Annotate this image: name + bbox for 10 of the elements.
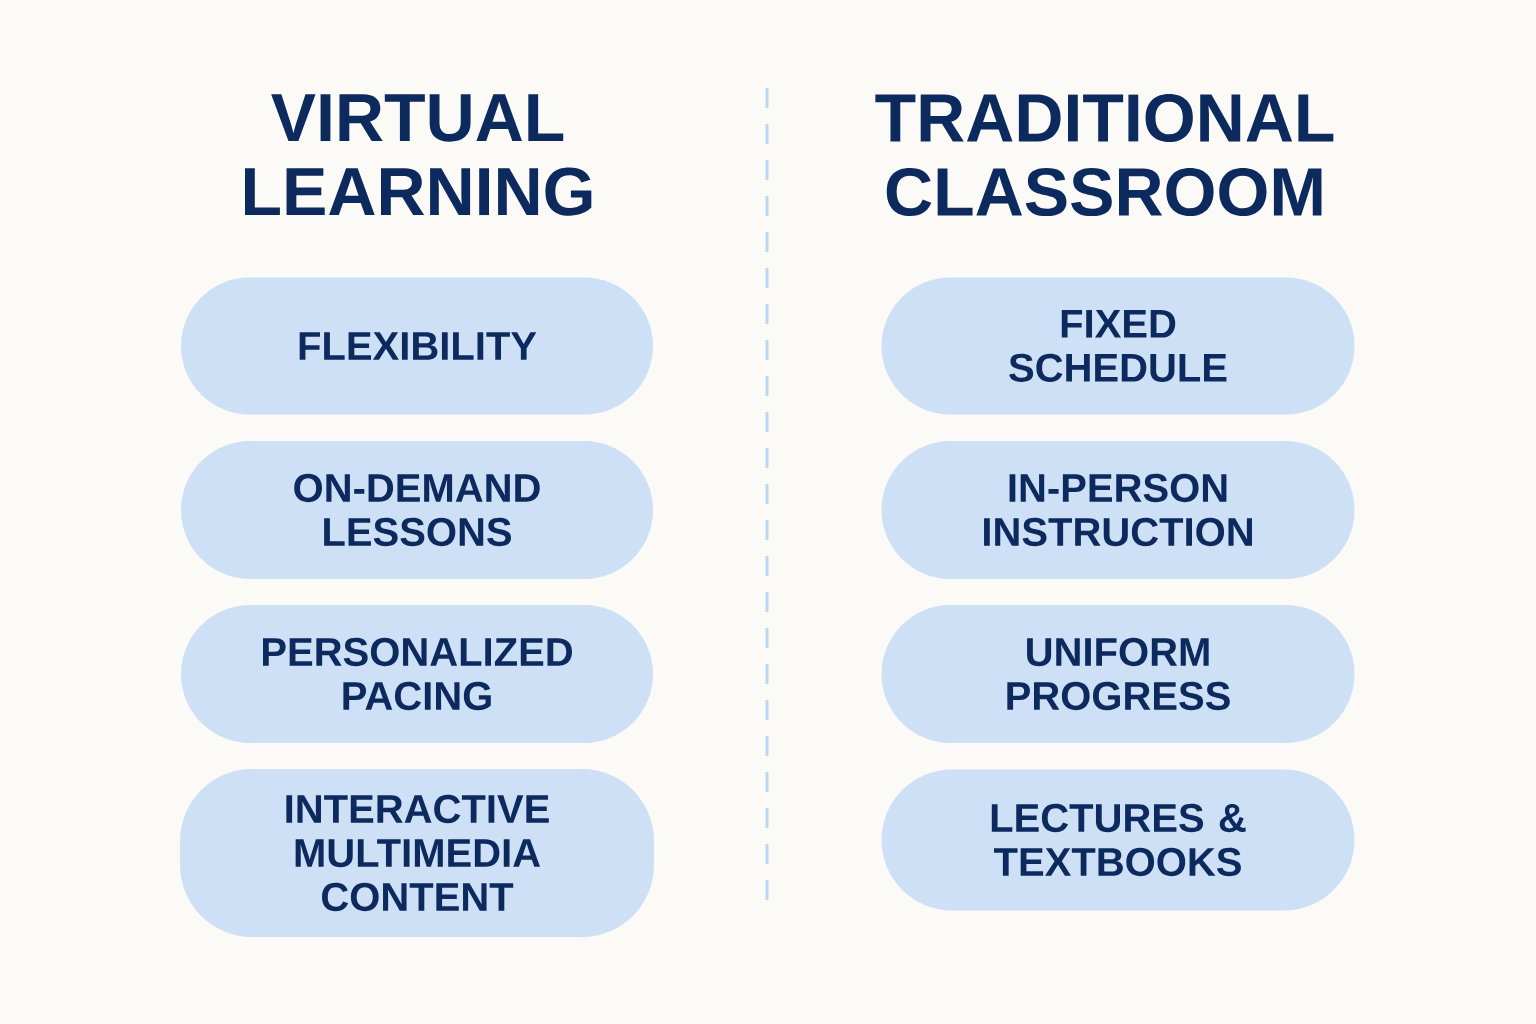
column-heading: TRADITIONAL CLASSROOM (875, 93, 1334, 217)
feature-pill: LECTURES & TEXTBOOKS (881, 769, 1355, 911)
column-heading: VIRTUAL LEARNING (245, 94, 592, 216)
feature-pill: UNIFORM PROGRESS (881, 605, 1355, 743)
feature-pill: FLEXIBILITY (181, 277, 653, 415)
feature-pill: INTERACTIVE MULTIMEDIA CONTENT (180, 769, 654, 937)
feature-pill: PERSONALIZED PACING (181, 605, 653, 743)
feature-pill: FIXED SCHEDULE (881, 277, 1355, 415)
feature-pill: ON-DEMAND LESSONS (181, 441, 653, 579)
feature-pill: IN-PERSON INSTRUCTION (881, 441, 1355, 579)
